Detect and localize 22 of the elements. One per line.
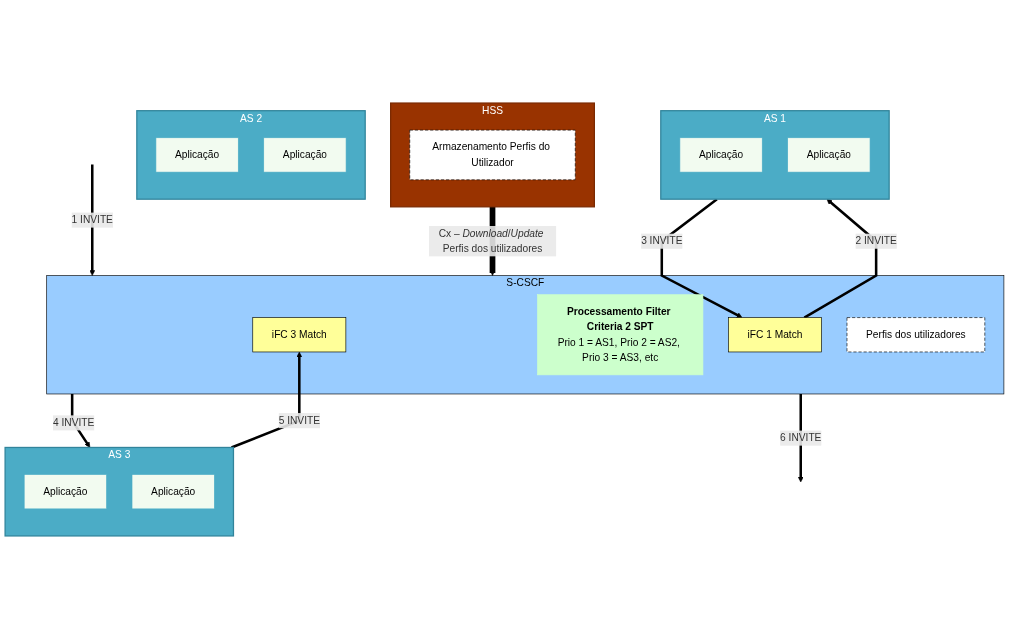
arrow (660, 198, 743, 318)
arrow (797, 394, 804, 483)
node-box: Aplicação (23, 474, 107, 510)
node-box: Aplicação (787, 137, 871, 173)
edge-label: 5 INVITE (278, 414, 320, 426)
edge-label: 1 INVITE (71, 214, 113, 226)
node-box: iFC 3 Match (252, 317, 347, 353)
edge-label: 3 INVITE (641, 235, 683, 247)
arrow (89, 164, 96, 276)
node-box: Processamento Filter Criteria 2 SPT Prio 1 = AS1, Prio 2 = AS2, Prio 3 = AS3, etc (537, 294, 704, 376)
arrow (803, 198, 878, 319)
node-box: iFC 1 Match (728, 317, 822, 353)
edge-label: 6 INVITE (780, 432, 822, 444)
node-box: Aplicação (131, 474, 215, 510)
node-box: Perfis dos utilizadores (846, 317, 986, 353)
edge-label: 2 INVITE (855, 235, 897, 247)
edge-label: 4 INVITE (52, 417, 95, 429)
edge-label: Cx – Download/Update Perfis dos utilizadores (438, 227, 544, 254)
node-box: Aplicação (155, 137, 239, 173)
node-box: Armazenamento Perfis do Utilizador (409, 129, 576, 181)
node-box: Aplicação (679, 137, 763, 173)
node-box: Aplicação (263, 137, 347, 173)
